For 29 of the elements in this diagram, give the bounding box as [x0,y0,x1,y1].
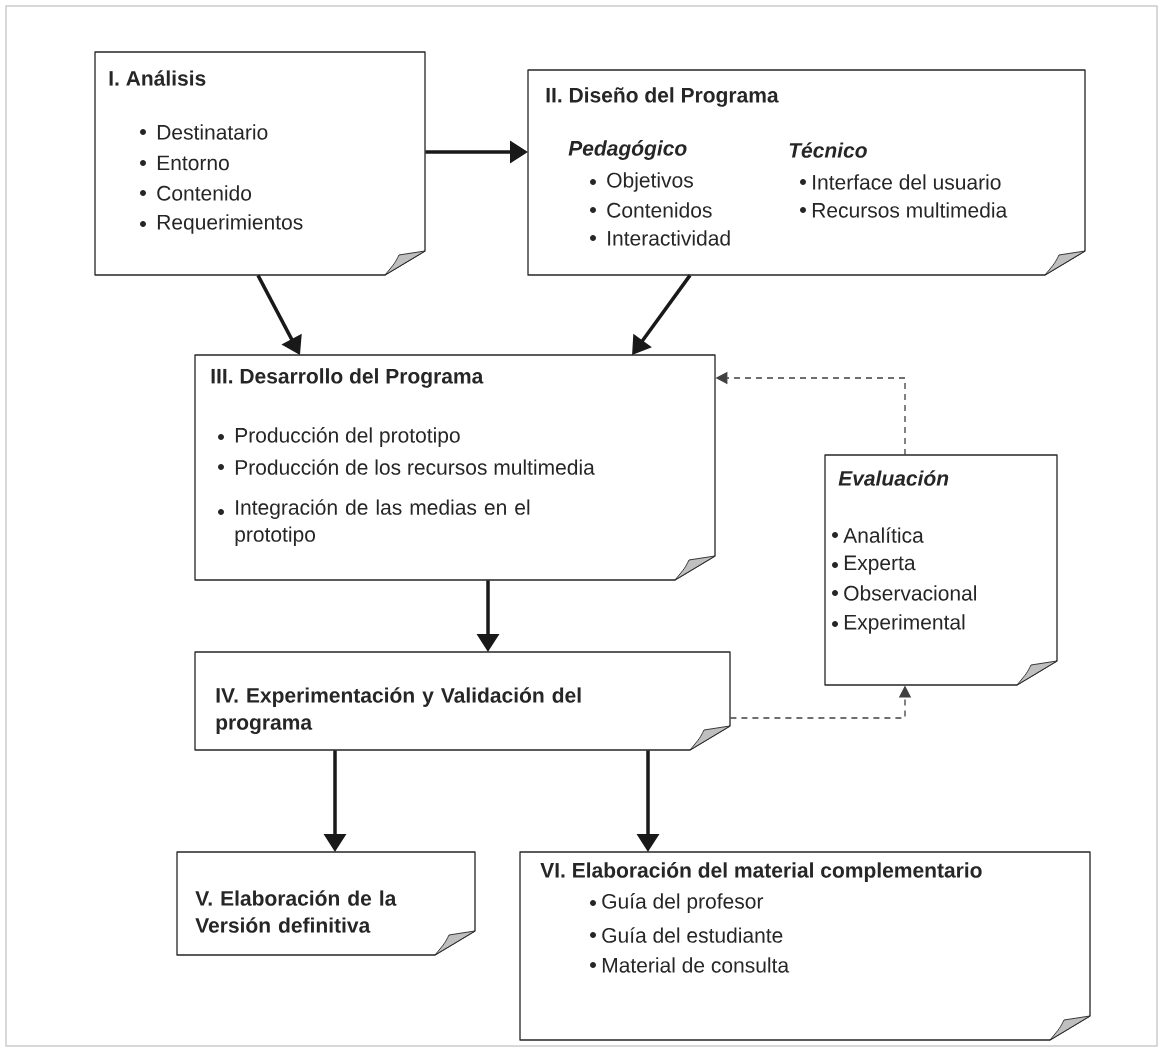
subheading: Técnico [789,142,867,158]
bullet-item: Recursos multimedia [800,202,1008,218]
subheading: Evaluación [838,470,949,486]
bullet-item: Experimental [832,614,965,634]
bullet-item: Objetivos [590,172,693,192]
bullet-item: Analítica [832,527,924,543]
arrow [632,274,692,355]
heading: II. Diseño del Programa [546,87,779,107]
bullet-item: Entorno [140,155,229,171]
heading: VI. Elaboración del material complementario [540,862,982,882]
bullet-item: Experta [832,555,916,575]
bullet-item: Integración de las medias en el prototipo [218,499,530,546]
bullet-item: Contenidos [590,202,712,218]
bullet-item: Guía del profesor [590,893,764,913]
bullet-item: Contenido [140,185,252,201]
heading: IV. Experimentación y Validación del programa [216,687,581,735]
bullet-item: Destinatario [140,124,268,140]
bullet-item: Producción de los recursos multimedia [218,459,595,475]
bullet-item: Interactividad [590,230,730,246]
bullet-item: Material de consulta [590,957,790,973]
bullet-item: Requerimientos [140,214,303,234]
subheading: Pedagógico [568,140,687,160]
heading: III. Desarrollo del Programa [211,368,484,388]
bullet-item: Observacional [832,585,976,601]
bullet-item: Producción del prototipo [218,427,460,447]
heading: I. Análisis [109,70,206,86]
heading: V. Elaboración de la Versión definitiva [195,890,397,933]
bullet-item: Interface del usuario [800,174,1001,190]
bullet-item: Guía del estudiante [590,927,783,943]
